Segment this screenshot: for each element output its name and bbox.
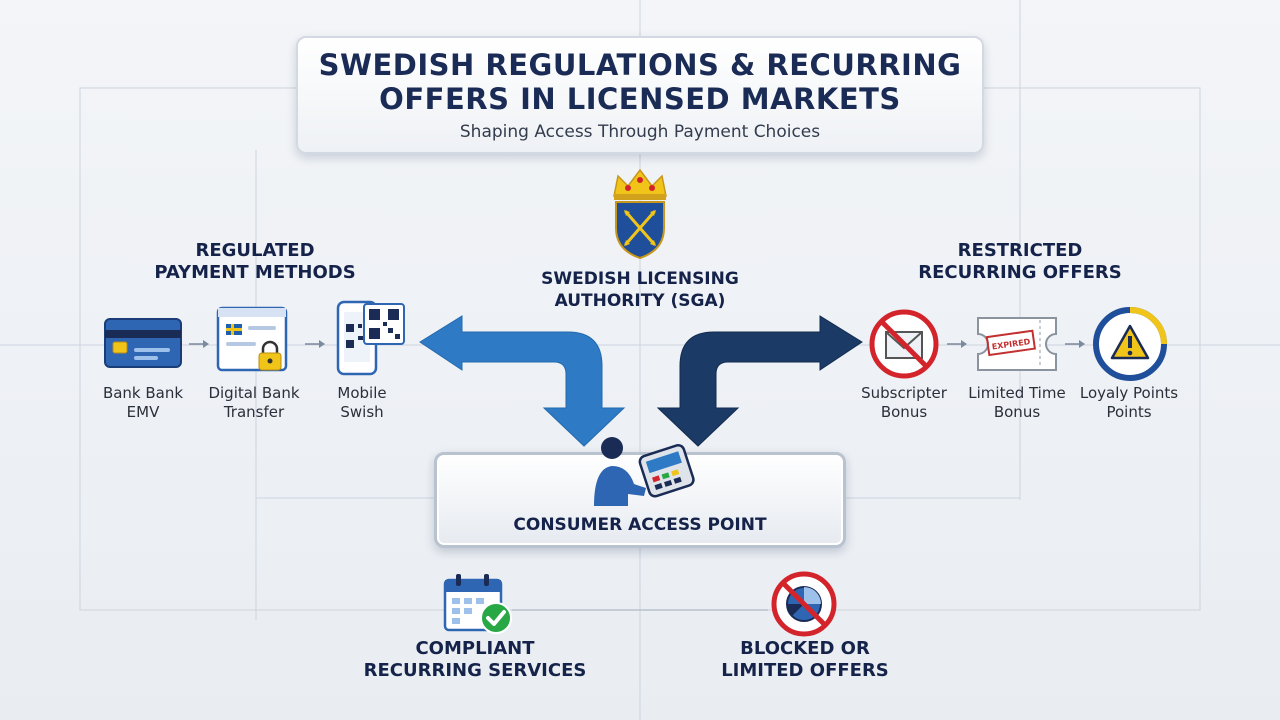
expired-ticket-icon: EXPIRED <box>977 317 1057 371</box>
transfer-label-line-2: Transfer <box>223 403 285 421</box>
swish-label-line-1: Mobile <box>337 384 387 402</box>
authority-line-1: SWEDISH LICENSING <box>541 269 739 289</box>
restricted-offers-heading: RESTRICTED RECURRING OFFERS <box>880 240 1160 284</box>
payment-methods-heading: REGULATED PAYMENT METHODS <box>120 240 390 284</box>
payment-method-label-swish: Mobile Swish <box>316 384 408 422</box>
blocked-chart-icon <box>771 571 837 637</box>
restricted-offer-label-limited-time: Limited Time Bonus <box>958 384 1076 422</box>
arrow-right-small-icon <box>189 340 209 348</box>
payment-method-label-transfer: Digital Bank Transfer <box>196 384 312 422</box>
limited-time-label-line-1: Limited Time <box>968 384 1066 402</box>
blocked-line-1: BLOCKED OR <box>740 638 870 659</box>
payment-heading-line-1: REGULATED <box>195 240 315 261</box>
payment-heading-line-2: PAYMENT METHODS <box>154 262 356 283</box>
arrow-right-small-icon <box>305 340 325 348</box>
consumer-access-point-label: CONSUMER ACCESS POINT <box>513 515 767 535</box>
person-payment-terminal-icon <box>594 437 695 506</box>
restricted-offer-label-loyalty: Loyaly Points Points <box>1070 384 1188 422</box>
loyalty-label-line-1: Loyaly Points <box>1079 384 1179 402</box>
consumer-access-point-box: CONSUMER ACCESS POINT <box>434 452 846 548</box>
calendar-check-icon <box>443 574 512 634</box>
page-subtitle: Shaping Access Through Payment Choices <box>459 122 821 142</box>
title-line-1: SWEDISH REGULATIONS & RECURRING <box>318 48 962 82</box>
restricted-offer-label-subscription: Subscripter Bonus <box>846 384 962 422</box>
blocked-offers-label: BLOCKED OR LIMITED OFFERS <box>680 638 930 682</box>
limited-time-label-line-2: Bonus <box>993 403 1041 421</box>
bidirectional-arrow-left <box>419 315 626 447</box>
mobile-qr-icon <box>336 300 405 376</box>
no-subscription-icon <box>869 309 939 379</box>
subscription-label-line-2: Bonus <box>880 403 928 421</box>
payment-method-label-bank: Bank Bank EMV <box>88 384 198 422</box>
arrow-right-small-icon <box>1065 340 1085 348</box>
bank-card-icon <box>104 318 182 368</box>
restricted-heading-line-1: RESTRICTED <box>957 240 1083 261</box>
bidirectional-arrow-right <box>656 315 863 447</box>
subscription-label-line-1: Subscripter <box>861 384 947 402</box>
bank-label-line-1: Bank Bank <box>102 384 184 402</box>
compliant-line-1: COMPLIANT <box>415 638 535 659</box>
page-title: SWEDISH REGULATIONS & RECURRING OFFERS I… <box>298 48 982 116</box>
bank-label-line-2: EMV <box>126 403 160 421</box>
transfer-label-line-1: Digital Bank <box>208 384 300 402</box>
authority-line-2: AUTHORITY (SGA) <box>554 291 726 311</box>
title-card: SWEDISH REGULATIONS & RECURRING OFFERS I… <box>296 36 984 154</box>
compliant-line-2: RECURRING SERVICES <box>363 660 587 681</box>
compliant-services-label: COMPLIANT RECURRING SERVICES <box>340 638 610 682</box>
swish-label-line-2: Swish <box>340 403 384 421</box>
title-line-2: OFFERS IN LICENSED MARKETS <box>379 82 901 116</box>
arrow-right-small-icon <box>947 340 967 348</box>
licensing-authority-label: SWEDISH LICENSING AUTHORITY (SGA) <box>520 268 760 312</box>
royal-crest-icon <box>613 168 667 260</box>
warning-icon <box>1093 307 1167 381</box>
blocked-line-2: LIMITED OFFERS <box>721 660 889 681</box>
loyalty-label-line-2: Points <box>1106 403 1152 421</box>
secure-transfer-icon <box>216 306 288 372</box>
restricted-heading-line-2: RECURRING OFFERS <box>918 262 1122 283</box>
